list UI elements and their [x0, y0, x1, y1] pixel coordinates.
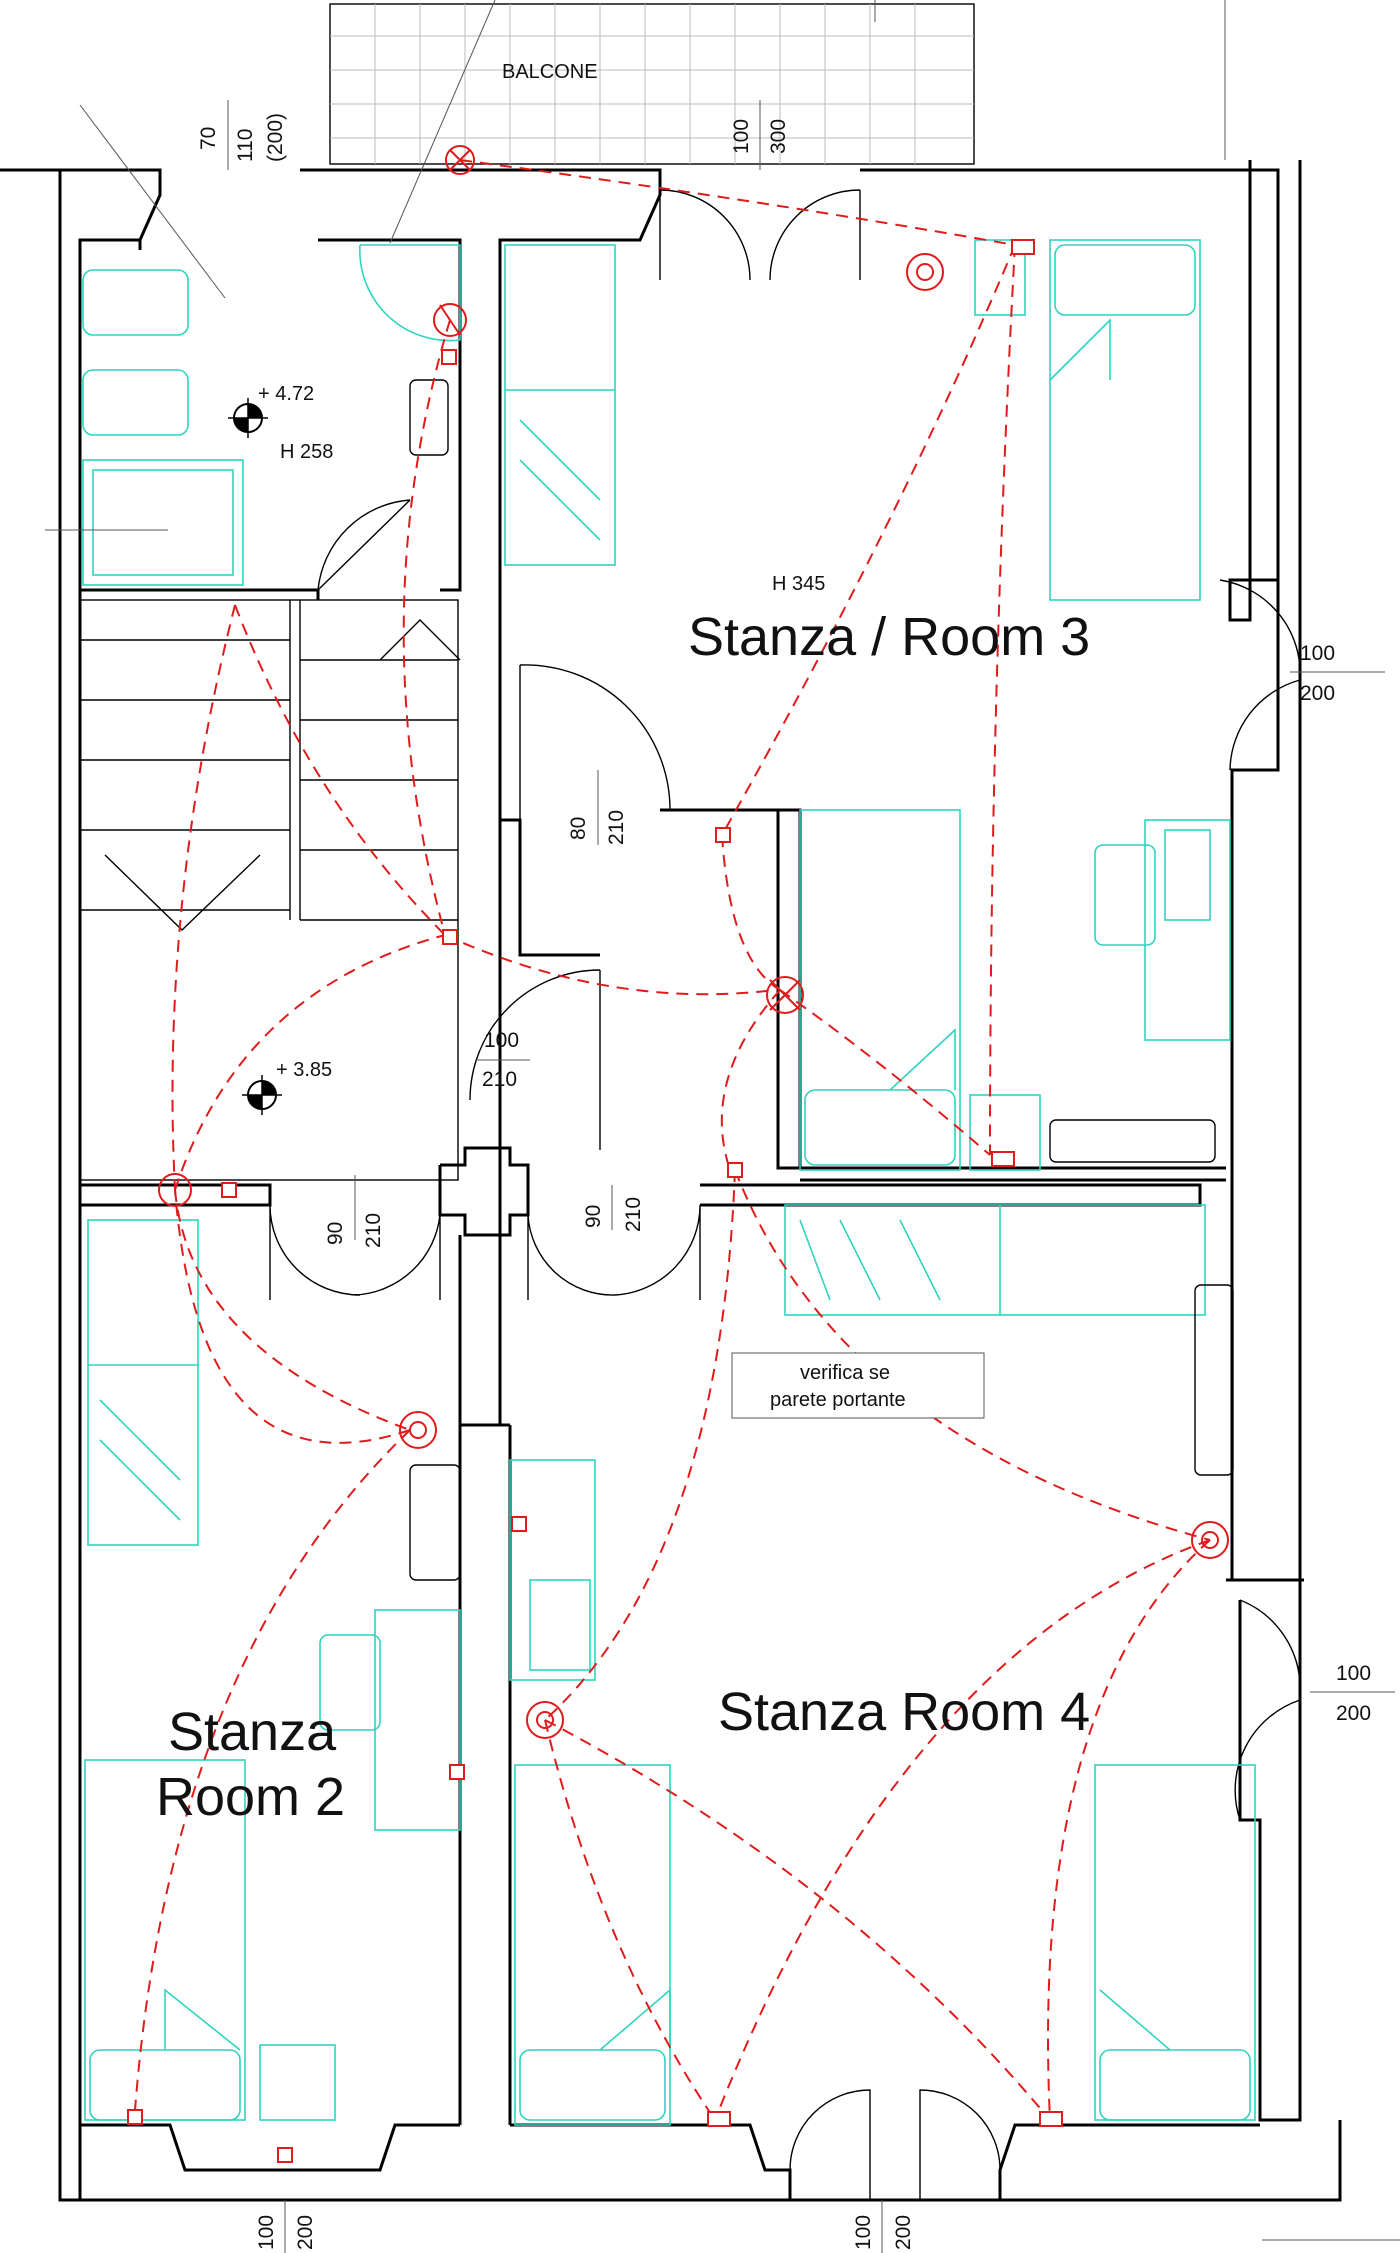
walls [0, 160, 1342, 2202]
room3-label: Stanza / Room 3 [688, 607, 1090, 667]
dim-room4-window-1: 100 [1336, 1662, 1371, 1685]
room3-height: H 345 [772, 573, 825, 595]
dim-window-top-left-2: 110 [234, 129, 257, 162]
level-marker-hall: + 3.85 [242, 1059, 332, 1115]
note-line2: parete portante [770, 1389, 906, 1411]
height-bath-label: H 258 [280, 441, 333, 463]
dim-hall-door-room3-2: 210 [605, 810, 628, 845]
balcony: BALCONE [329, 3, 975, 165]
level-marker-bath: + 4.72 H 258 [228, 383, 333, 463]
dim-bottom-left-window-1: 100 [255, 2215, 278, 2250]
dim-balcony-door-2: 300 [767, 119, 790, 154]
dim-hall-door-main-2: 210 [482, 1068, 517, 1091]
room2-label-line1: Stanza [168, 1702, 337, 1762]
electrical-symbols [127, 145, 1229, 2163]
furniture [82, 239, 1256, 2126]
dim-door-room2-1: 90 [324, 1222, 347, 1245]
dim-bottom-left-window-2: 200 [294, 2215, 317, 2250]
note-line1: verifica se [800, 1362, 890, 1384]
note-box: verifica se parete portante [731, 1352, 985, 1419]
dim-bottom-center-window-2: 200 [892, 2215, 915, 2250]
dim-balcony-door-1: 100 [730, 119, 753, 154]
dim-hall-door-room3-1: 80 [567, 817, 590, 840]
dim-window-top-left-1: 70 [197, 127, 220, 150]
dim-door-room4-1: 90 [582, 1205, 605, 1228]
leader-lines [45, 0, 1400, 2241]
dim-bottom-center-window-1: 100 [852, 2215, 875, 2250]
balcony-label: BALCONE [502, 61, 598, 83]
level-hall-label: + 3.85 [276, 1059, 332, 1081]
dim-window-top-left-3: (200) [264, 113, 287, 162]
dim-room3-window-1: 100 [1300, 642, 1335, 665]
level-markers: + 4.72 H 258 + 3.85 [228, 383, 333, 1115]
radiators [409, 379, 1234, 1581]
dim-door-room4-2: 210 [622, 1197, 645, 1232]
room2-label-line2: Room 2 [156, 1767, 345, 1827]
room4-label: Stanza Room 4 [718, 1682, 1090, 1742]
doors [269, 189, 1301, 2200]
dim-room3-window-2: 200 [1300, 682, 1335, 705]
dimension-labels: 70 110 (200) 100 300 100 200 100 200 80 … [197, 100, 1395, 2253]
level-bath-label: + 4.72 [258, 383, 314, 405]
dim-room4-window-2: 200 [1336, 1702, 1371, 1725]
electrical-wiring [134, 159, 1211, 2121]
dim-hall-door-main-1: 100 [484, 1029, 519, 1052]
dim-door-room2-2: 210 [362, 1213, 385, 1248]
